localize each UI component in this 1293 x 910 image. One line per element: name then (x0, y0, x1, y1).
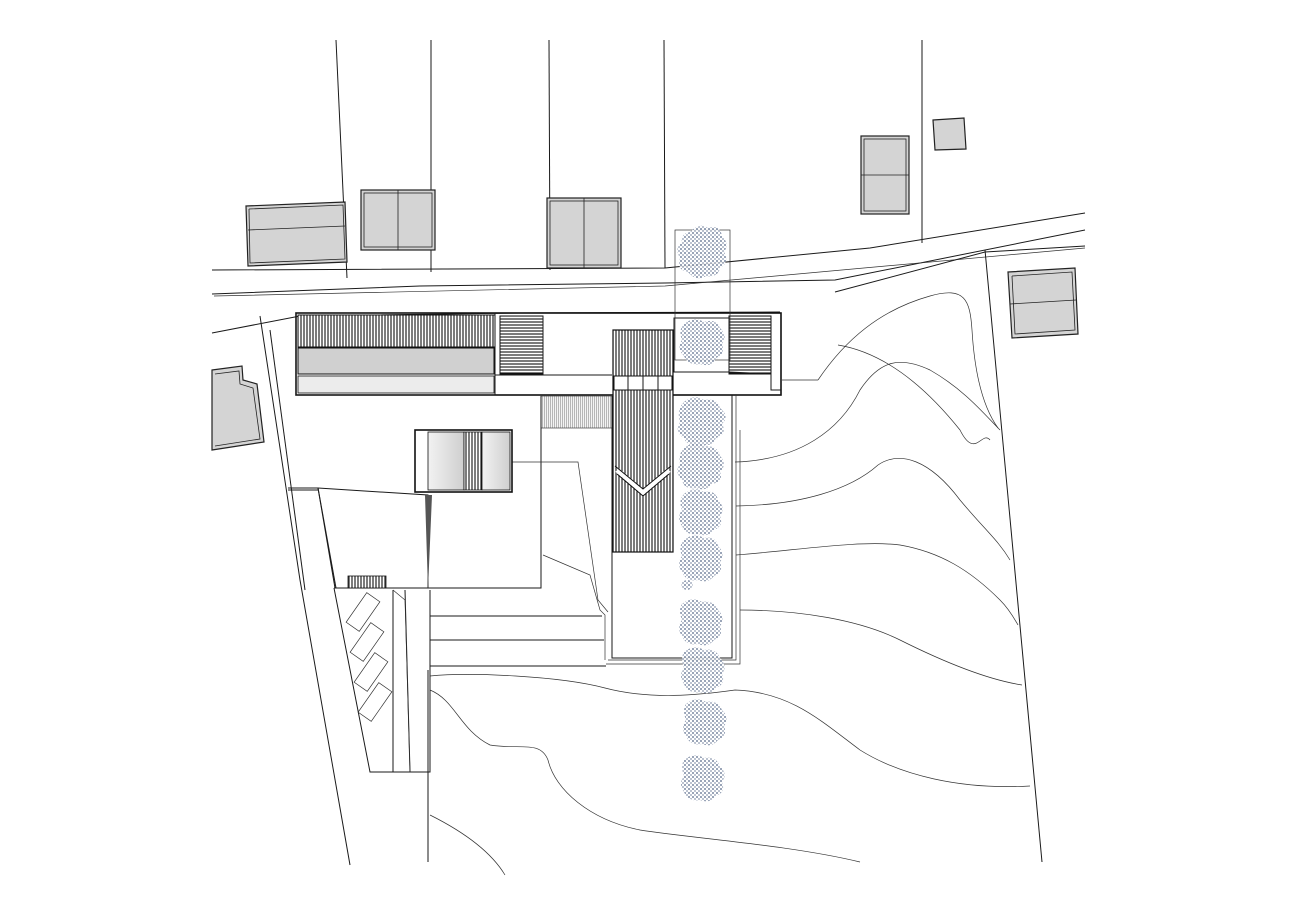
parked-cars (345, 592, 393, 722)
tree-icon (679, 319, 725, 366)
tree-icon (677, 443, 724, 490)
neighbour-shed (932, 117, 967, 151)
neighbour-house-5 (1007, 267, 1079, 339)
neighbour-house-2 (360, 189, 436, 251)
tree-icon (679, 599, 723, 646)
neighbour-house-4 (860, 135, 910, 215)
contour-lines (429, 292, 1031, 876)
tree-icon (681, 580, 693, 590)
pavilion (414, 429, 513, 493)
main-building-north-wing (295, 312, 782, 396)
tree-icon (677, 397, 726, 446)
tree-icon (681, 647, 725, 694)
neighbour-house-west (211, 365, 265, 451)
tree-icon (679, 535, 723, 582)
tree-row (674, 225, 731, 802)
tree-icon (683, 699, 727, 746)
neighbour-house-1 (245, 201, 348, 267)
neighbour-house-3 (546, 197, 622, 269)
tree-icon (681, 755, 725, 802)
site-boundary (259, 249, 1043, 866)
terrace-outline (334, 395, 741, 667)
tree-icon (679, 489, 723, 536)
driveway-ramp (288, 487, 432, 773)
main-building-central-wing (540, 329, 674, 553)
tree-icon (677, 225, 727, 279)
